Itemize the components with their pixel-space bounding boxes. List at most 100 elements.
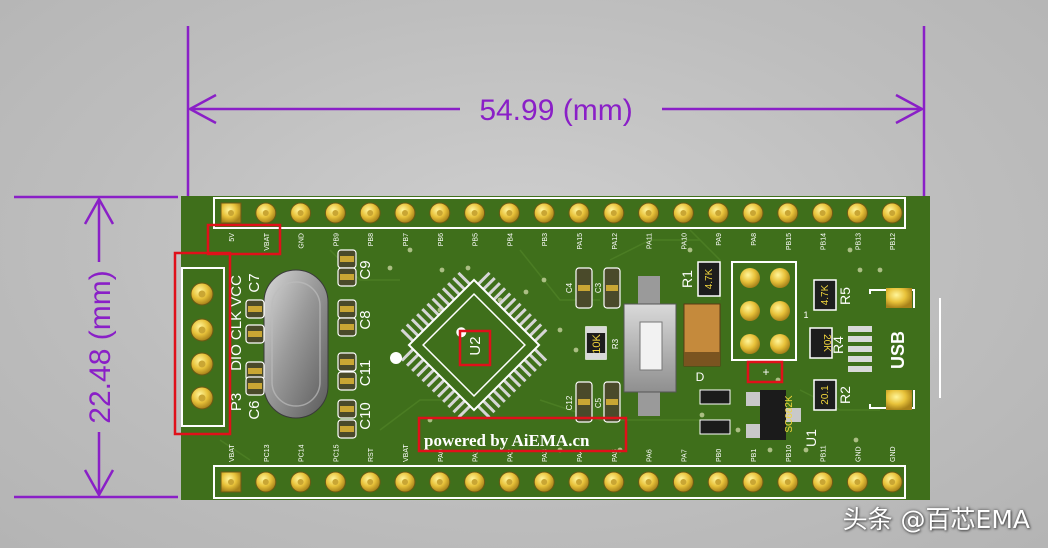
r4-resistor [809, 327, 833, 359]
capacitor [337, 267, 357, 287]
r3-label: R3 [611, 338, 620, 349]
u2-label: U2 [467, 336, 484, 355]
highlight-powered-by [417, 416, 628, 453]
bottom-pad-hole [228, 479, 234, 485]
small-smd-parts [699, 389, 731, 435]
bottom-pin-label: GND [855, 446, 862, 462]
reset-button [623, 276, 677, 416]
bottom-pin-label: PC13 [264, 444, 271, 462]
pin1-marker [390, 352, 402, 364]
bottom-pad-hole [750, 479, 756, 485]
top-header-pads [220, 202, 903, 224]
vias [387, 247, 883, 453]
r1-label: R1 [679, 270, 695, 288]
small-capacitors [245, 249, 357, 439]
c6-label: C6 [246, 400, 263, 419]
mcu-footprint [400, 271, 548, 419]
top-pad-hole [367, 210, 374, 216]
debug-pad-3-hole [198, 360, 206, 368]
bottom-pad-hole [889, 479, 896, 485]
r5-value: 4.7K [820, 284, 831, 305]
top-pin-label: PB14 [821, 233, 828, 250]
top-pad-hole [819, 210, 826, 216]
r4-value: 20K [821, 334, 832, 352]
c9-label: C9 [357, 260, 374, 279]
r1-value: 4.7K [704, 268, 715, 289]
capacitor [603, 381, 621, 423]
bottom-pad-hole [610, 479, 617, 485]
r3-value: 10K [591, 334, 603, 354]
top-pin-label: PB5 [473, 233, 480, 246]
bottom-pad-hole [332, 479, 339, 485]
r5-resistor [813, 279, 837, 311]
c8-label: C8 [357, 310, 374, 329]
capacitor [603, 267, 621, 309]
c4-label: C4 [565, 282, 574, 293]
six-pin-pads [740, 268, 790, 354]
bottom-pad-hole [471, 479, 478, 485]
highlight-plus [746, 360, 784, 384]
crystal-oscillator [263, 269, 329, 419]
bottom-pin-label: PA3 [542, 449, 549, 462]
top-pad-hole [297, 210, 304, 216]
bottom-pad-hole [541, 479, 548, 485]
top-pin-label: PA12 [612, 233, 619, 250]
bottom-pin-label: PA0 [438, 449, 445, 462]
top-pin-label: GND [299, 233, 306, 249]
highlight-debug-header [173, 251, 232, 436]
capacitor [575, 267, 593, 309]
r4-label: R4 [830, 336, 846, 354]
top-pin-label: PB13 [855, 233, 862, 250]
debug-signal-label: DIO CLK VCC [228, 275, 245, 371]
highlight-power-pins [206, 223, 282, 256]
top-pin-label: PB9 [333, 233, 340, 246]
r2-value: 20.1 [820, 385, 831, 405]
top-pin-label: PB8 [368, 233, 375, 246]
usb-connector [848, 288, 941, 410]
bottom-pin-label: PB11 [821, 445, 828, 462]
bottom-pin-label: PC14 [299, 444, 306, 462]
usb-label: USB [888, 331, 908, 369]
top-pin-label: PA9 [716, 233, 723, 246]
capacitor [337, 317, 357, 337]
p3-label: P3 [228, 393, 245, 411]
capacitor [245, 299, 265, 319]
bottom-pad-hole [715, 479, 722, 485]
top-pin-label: PA8 [751, 233, 758, 246]
capacitor [337, 419, 357, 439]
bottom-header-pads [220, 471, 903, 493]
bottom-pad-hole [645, 479, 652, 485]
r5-label: R5 [837, 287, 853, 305]
capacitor [245, 324, 265, 344]
bottom-pin-label: PA6 [647, 449, 654, 462]
capacitor [575, 381, 593, 423]
bottom-pad-hole [680, 479, 687, 485]
debug-pad-2-hole [198, 326, 206, 334]
top-pad-hole [576, 210, 582, 216]
top-pin-label: PB4 [507, 233, 514, 246]
top-pad-hole [471, 210, 478, 216]
u1-part-label: SC662K [784, 395, 795, 433]
debug-pad-4-hole [198, 394, 206, 402]
bottom-pad-hole [436, 479, 443, 485]
capacitor [337, 371, 357, 391]
highlight-u2 [458, 329, 492, 367]
top-pad-hole [784, 210, 791, 216]
bottom-pad-hole [402, 479, 408, 485]
c12-label: C12 [565, 395, 574, 410]
top-pin-label: PB12 [890, 233, 897, 250]
bottom-pin-label: PB0 [716, 449, 723, 462]
top-pad-hole [645, 210, 652, 216]
top-pad-hole [402, 210, 408, 216]
bottom-pin-label: VBAT [229, 444, 236, 462]
top-pad-hole [506, 210, 513, 216]
top-pad-hole [228, 210, 234, 216]
top-pin-label: PA15 [577, 233, 584, 250]
c11-label: C11 [357, 360, 374, 386]
bottom-header-outline [213, 465, 906, 499]
r2-label: R2 [837, 386, 853, 404]
debug-header-pads [190, 282, 214, 410]
d-label: D [696, 370, 705, 384]
